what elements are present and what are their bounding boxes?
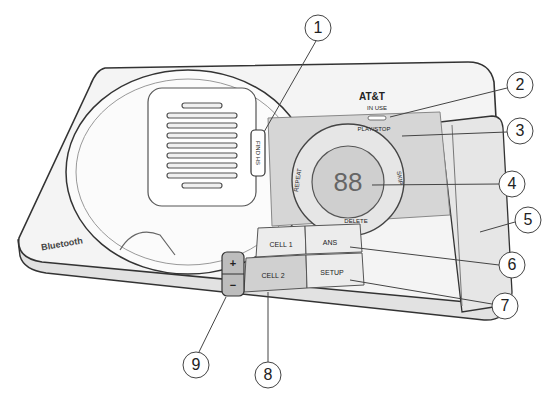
callout-circle: [515, 207, 541, 233]
device-label: ANS: [323, 239, 337, 246]
leader-line: [372, 184, 499, 185]
grille-slot: [167, 153, 237, 158]
device-label: CELL 2: [261, 272, 284, 279]
control-panel: [268, 112, 450, 226]
device-label: CELL 1: [269, 241, 292, 248]
speaker-grille: [167, 103, 237, 188]
base-top: [19, 62, 505, 304]
setup-button: [306, 253, 364, 288]
device-label: FIND HS: [255, 141, 261, 165]
callout-circle: [492, 293, 518, 319]
charging-contacts: [120, 232, 175, 255]
ans-button: [305, 224, 362, 254]
brand-logo: AT&T: [359, 92, 385, 102]
grille-slot: [167, 113, 237, 118]
callout-circle: [507, 118, 533, 144]
callout-number: 1: [314, 20, 323, 36]
cell1-button: [256, 226, 306, 257]
callout-number: 5: [524, 212, 533, 228]
callout-number: 2: [516, 77, 525, 93]
callout-circle: [499, 171, 525, 197]
device-label: SETUP: [320, 269, 343, 276]
leader-line: [199, 297, 226, 352]
grille-slot: [167, 163, 237, 168]
grille-slot: [167, 173, 237, 178]
device-label: DELETE: [344, 218, 367, 224]
callout-number: 4: [508, 176, 517, 192]
callout-circle: [183, 352, 209, 378]
grille-slot: [167, 143, 237, 148]
leader-line: [350, 280, 492, 304]
dial-ring: [292, 124, 404, 236]
callout-circle: [255, 362, 281, 388]
grille-slot: [182, 183, 222, 188]
callout-number: 6: [508, 257, 517, 273]
leader-line: [480, 222, 515, 232]
leader-line: [268, 292, 269, 362]
panel-edge: [452, 125, 462, 306]
callout-number: 8: [264, 367, 273, 383]
callout-circles: [183, 15, 541, 388]
grille-slot: [167, 123, 237, 128]
device-label: +: [230, 258, 236, 269]
in-use-light: [368, 116, 386, 120]
grille-slot: [182, 103, 222, 108]
handset-seat: [148, 88, 256, 206]
callout-circle: [499, 252, 525, 278]
side-panel: [440, 116, 512, 312]
leader-line: [390, 88, 507, 117]
callout-number: 3: [516, 123, 525, 139]
message-count: 88: [334, 169, 363, 195]
callout-number: 7: [501, 298, 510, 314]
message-display: [312, 146, 384, 218]
volume-buttons: [222, 252, 244, 296]
device-label: IN USE: [367, 105, 387, 111]
cell2-button: [244, 255, 307, 292]
leader-line: [350, 247, 499, 265]
grille-slot: [167, 133, 237, 138]
device-label: −: [230, 280, 236, 291]
volume-divider: [222, 274, 244, 275]
leader-line: [264, 41, 316, 132]
device-label: PLAY/STOP: [358, 126, 391, 132]
find-handset-button: [251, 130, 265, 176]
callout-circle: [507, 72, 533, 98]
callout-circle: [305, 15, 331, 41]
leader-line: [402, 132, 507, 136]
leader-lines: [199, 41, 515, 362]
callout-number: 9: [192, 357, 201, 373]
